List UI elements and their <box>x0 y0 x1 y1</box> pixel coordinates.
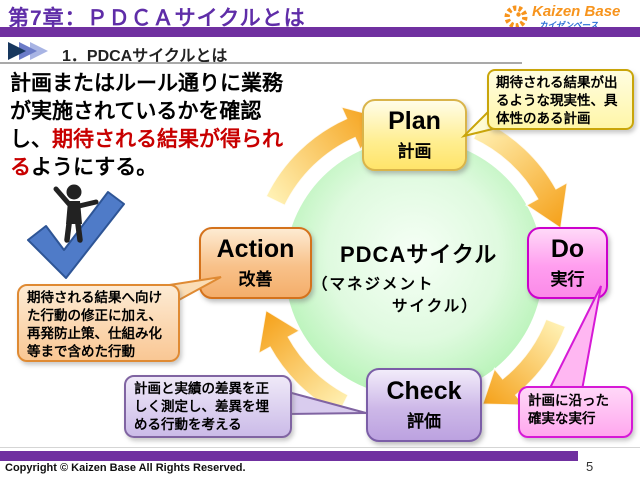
check-node: Check 評価 <box>366 368 482 442</box>
checkmark-figure-icon <box>27 184 125 279</box>
action-node: Action 改善 <box>199 227 312 299</box>
cycle-subtitle-line1: （マネジメント <box>312 276 435 293</box>
page-number: 5 <box>586 459 594 474</box>
plan-node: Plan 計画 <box>362 99 467 171</box>
action-label-ja: 改善 <box>238 269 273 289</box>
copyright-text: Copyright © Kaizen Base All Rights Reser… <box>5 462 246 474</box>
do-label-en: Do <box>550 235 585 264</box>
plan-label-en: Plan <box>388 107 441 136</box>
section-heading: 1．PDCAサイクルとは <box>8 41 227 65</box>
do-callout: 計画に沿った 確実な実行 <box>518 386 633 438</box>
cycle-title: PDCAサイクル <box>340 242 498 267</box>
kaizen-base-logo: Kaizen Base カイゼンベース <box>503 3 638 34</box>
cycle-subtitle-line2: サイクル） <box>392 298 479 315</box>
do-label-ja: 実行 <box>550 269 585 289</box>
logo-name: Kaizen Base <box>532 3 621 20</box>
pdca-circle <box>285 139 543 397</box>
intro-text-after: ようにする。 <box>31 156 158 179</box>
do-node: Do 実行 <box>527 227 608 299</box>
gear-icon <box>504 5 528 29</box>
check-label-ja: 評価 <box>407 411 441 431</box>
intro-paragraph: 計画またはルール通りに業務が実施されているかを確認し、期待される結果が得られるよ… <box>10 70 288 182</box>
triple-chevron-icon <box>8 42 48 60</box>
page-title: 第7章：ＰＤＣＡサイクルとは <box>8 7 306 30</box>
intro-text-highlight: 期待される結果が得られる <box>10 128 283 179</box>
section-title: 1．PDCAサイクルとは <box>62 48 228 65</box>
plan-callout: 期待される結果が出 るような現実性、具 体性のある計画 <box>487 69 634 130</box>
header-accent-bar <box>0 27 640 37</box>
section-underline <box>0 62 522 64</box>
footer-divider <box>0 447 640 448</box>
action-callout: 期待される結果へ向け た行動の修正に加え、 再発防止策、仕組み化 等まで含めた行… <box>17 284 180 362</box>
action-label-en: Action <box>216 235 295 264</box>
check-callout: 計画と実績の差異を正 しく測定し、差異を埋 める行動を考える <box>124 375 292 438</box>
cycle-center-label: PDCAサイクル （マネジメント サイクル） <box>312 237 497 316</box>
check-label-en: Check <box>386 377 462 406</box>
footer-accent-bar <box>0 451 578 461</box>
plan-label-ja: 計画 <box>397 141 432 161</box>
intro-text-before: 計画またはルール通りに業務が実施されているかを確認し、 <box>10 72 283 151</box>
